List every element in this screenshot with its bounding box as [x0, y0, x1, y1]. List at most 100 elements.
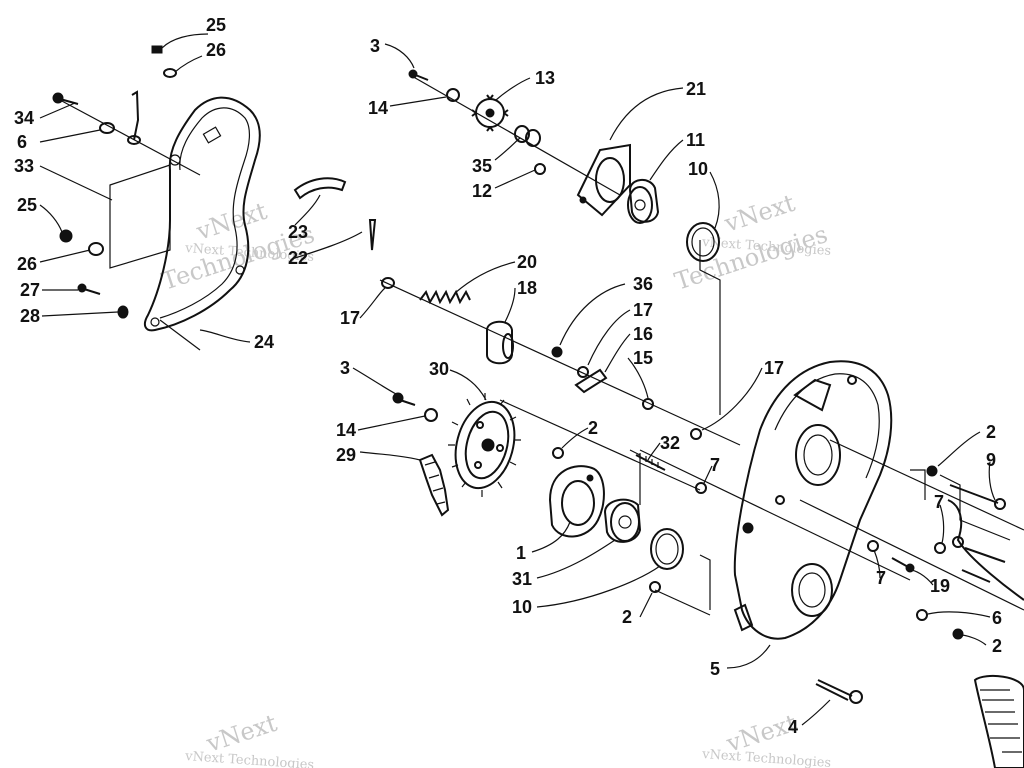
callout: 23 [288, 222, 308, 242]
bolt-9 [949, 484, 1006, 510]
callout: 2 [588, 418, 598, 438]
cover-assembly [52, 45, 261, 332]
right-bolts [961, 547, 1006, 583]
callout: 5 [710, 659, 720, 679]
roller-18 [486, 320, 514, 365]
washer-6 [99, 122, 115, 134]
callout: 26 [206, 40, 226, 60]
bolt-3-lower [392, 392, 416, 406]
callout: 31 [512, 569, 532, 589]
drive-chain-29 [418, 453, 450, 517]
callout: 17 [633, 300, 653, 320]
callout: 25 [17, 195, 37, 215]
callout: 34 [14, 108, 34, 128]
callout: 10 [688, 159, 708, 179]
callout: 36 [633, 274, 653, 294]
output-shaft [973, 674, 1024, 768]
leader-lines [39, 33, 996, 726]
hook-clip [131, 90, 140, 141]
nut-25 [59, 229, 73, 243]
bearing-31 [603, 498, 642, 543]
callout: 6 [17, 132, 27, 152]
callout: 33 [14, 156, 34, 176]
gasket-plate [109, 164, 171, 269]
bearing-flange-21 [576, 143, 631, 217]
bolt-3-upper [408, 69, 429, 81]
washer-7-mid [867, 540, 879, 552]
watermark: vNext Technologies [701, 747, 832, 768]
nut-12 [534, 163, 546, 175]
callout: 12 [472, 181, 492, 201]
callout: 28 [20, 306, 40, 326]
washer-7-upper [695, 482, 707, 494]
nut-2-lower [649, 581, 661, 593]
spacer-35a [514, 125, 530, 143]
pin-22 [368, 219, 377, 251]
washer [127, 135, 141, 145]
callout: 4 [788, 717, 798, 737]
nut-25-top [151, 45, 163, 54]
nut-36 [551, 346, 563, 358]
callout: 17 [340, 308, 360, 328]
seal-10-lower [650, 528, 684, 570]
spacer-35b [525, 129, 541, 147]
lever-16 [574, 368, 608, 394]
chain-case-cover [143, 96, 261, 332]
callout: 7 [876, 568, 886, 588]
callout: 10 [512, 597, 532, 617]
nut-2-upper [552, 447, 564, 459]
nut-28 [117, 305, 129, 319]
washer-14-lower [424, 408, 438, 422]
callout: 32 [660, 433, 680, 453]
washer-6-right [916, 609, 928, 621]
callout: 2 [992, 636, 1002, 656]
bolt-4 [815, 679, 863, 704]
callout: 13 [535, 68, 555, 88]
callout: 17 [764, 358, 784, 378]
callout: 1 [516, 543, 526, 563]
cover-window [202, 126, 222, 144]
callout: 29 [336, 445, 356, 465]
callout: 2 [986, 422, 996, 442]
washer-17-upper [381, 277, 395, 289]
washer-26 [88, 242, 104, 256]
bearing-11 [627, 179, 660, 224]
callout: 3 [340, 358, 350, 378]
callout: 11 [686, 130, 705, 150]
nut-2-right-bottom [952, 628, 964, 640]
callout-labels: 25 26 34 6 33 25 26 27 28 24 23 22 3 14 … [14, 15, 1002, 737]
washer-7-right [934, 542, 946, 554]
callout: 27 [20, 280, 40, 300]
chain-case-housing [733, 360, 893, 640]
callout: 24 [254, 332, 274, 352]
callout: 30 [429, 359, 449, 379]
callout: 7 [710, 455, 720, 475]
callout: 3 [370, 36, 380, 56]
flange-1 [548, 465, 605, 538]
callout: 26 [17, 254, 37, 274]
assembly-axes [59, 74, 1024, 616]
sprocket-30 [448, 393, 521, 497]
callout: 2 [622, 607, 632, 627]
housing-bore-upper [795, 424, 841, 486]
washer-26-top [163, 68, 177, 78]
callout: 9 [986, 450, 996, 470]
tension-spring [419, 289, 471, 305]
watermark: vNext Technologies [184, 749, 315, 768]
callout: 20 [517, 252, 537, 272]
callout: 14 [368, 98, 388, 118]
housing-bore-lower [791, 563, 833, 617]
callout: 22 [288, 248, 308, 268]
callout: 35 [472, 156, 492, 176]
callout: 19 [930, 576, 950, 596]
callout: 25 [206, 15, 226, 35]
stud-32 [635, 453, 666, 471]
sprocket-13 [471, 94, 509, 132]
callout: 21 [686, 79, 706, 99]
callout: 14 [336, 420, 356, 440]
ball-15 [642, 398, 654, 410]
callout: 18 [517, 278, 537, 298]
watermark-layer: vNext vNext Technologies Technologies vN… [158, 189, 831, 768]
callout: 16 [633, 324, 653, 344]
nut-2-right-top [926, 465, 938, 477]
